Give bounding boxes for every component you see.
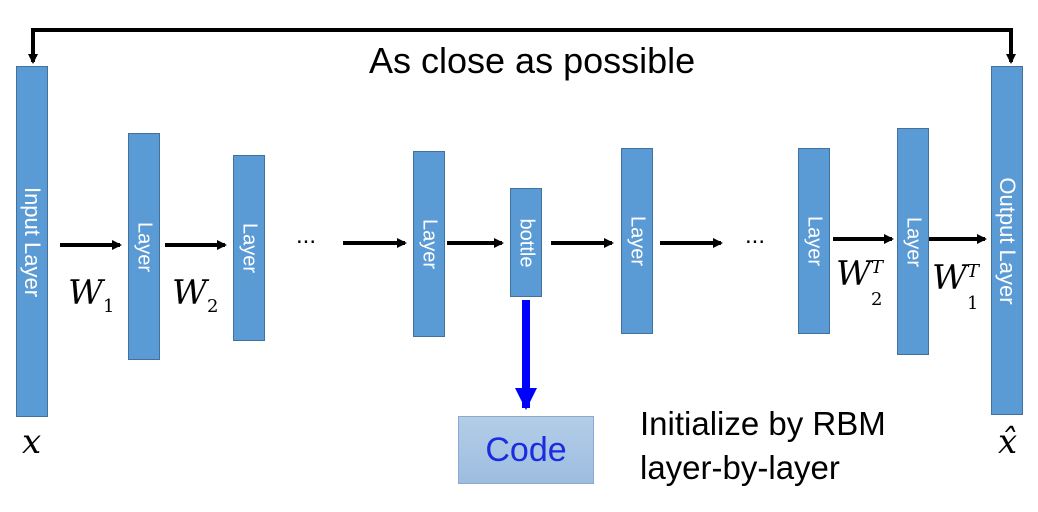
code-box: Code bbox=[458, 416, 594, 484]
weight-w1: W1 bbox=[68, 273, 114, 317]
hidden-layer-2-label: Layer bbox=[238, 222, 261, 274]
hidden-layer-6: Layer bbox=[798, 148, 830, 334]
output-layer: Output Layer bbox=[991, 66, 1023, 415]
hidden-layer-7: Layer bbox=[897, 128, 929, 355]
weight-w2t-base: W bbox=[836, 254, 871, 294]
rbm-note-line-2: layer-by-layer bbox=[640, 449, 840, 486]
input-variable-x: x bbox=[22, 422, 42, 462]
input-layer-label: Input Layer bbox=[20, 186, 45, 297]
weight-w1t-sup: T bbox=[966, 261, 979, 282]
rbm-note: Initialize by RBM layer-by-layer bbox=[640, 402, 886, 490]
weight-w1-base: W bbox=[68, 273, 103, 313]
code-label: Code bbox=[485, 430, 567, 469]
weight-w1-sub: 1 bbox=[102, 295, 115, 317]
ellipsis-left: ... bbox=[296, 222, 317, 249]
weight-w2t-sub: 2 bbox=[870, 289, 883, 310]
hidden-layer-5-label: Layer bbox=[626, 215, 649, 267]
weight-w2-sub: 2 bbox=[206, 295, 219, 317]
bottleneck-label: bottle bbox=[515, 218, 538, 267]
hidden-layer-7-label: Layer bbox=[902, 216, 925, 267]
input-layer: Input Layer bbox=[16, 66, 48, 417]
output-variable-xhat: x̂ bbox=[998, 422, 1018, 462]
weight-w2t-sup: T bbox=[870, 257, 883, 278]
bottleneck-layer: bottle bbox=[510, 188, 542, 297]
rbm-note-line-1: Initialize by RBM bbox=[640, 405, 886, 442]
weight-w1t-sub: 1 bbox=[966, 293, 979, 314]
hidden-layer-2: Layer bbox=[233, 155, 265, 341]
top-label: As close as possible bbox=[369, 40, 696, 81]
ellipsis-right: ... bbox=[745, 222, 766, 249]
hidden-layer-3: Layer bbox=[413, 151, 445, 337]
weight-w1t-base: W bbox=[932, 258, 967, 298]
hidden-layer-6-label: Layer bbox=[803, 215, 826, 267]
weight-w2-base: W bbox=[172, 273, 207, 313]
hidden-layer-1: Layer bbox=[128, 133, 160, 360]
hidden-layer-5: Layer bbox=[621, 148, 653, 334]
hidden-layer-1-label: Layer bbox=[133, 221, 156, 272]
output-layer-label: Output Layer bbox=[995, 176, 1020, 305]
weight-w2: W2 bbox=[172, 273, 218, 317]
hidden-layer-3-label: Layer bbox=[418, 218, 441, 270]
